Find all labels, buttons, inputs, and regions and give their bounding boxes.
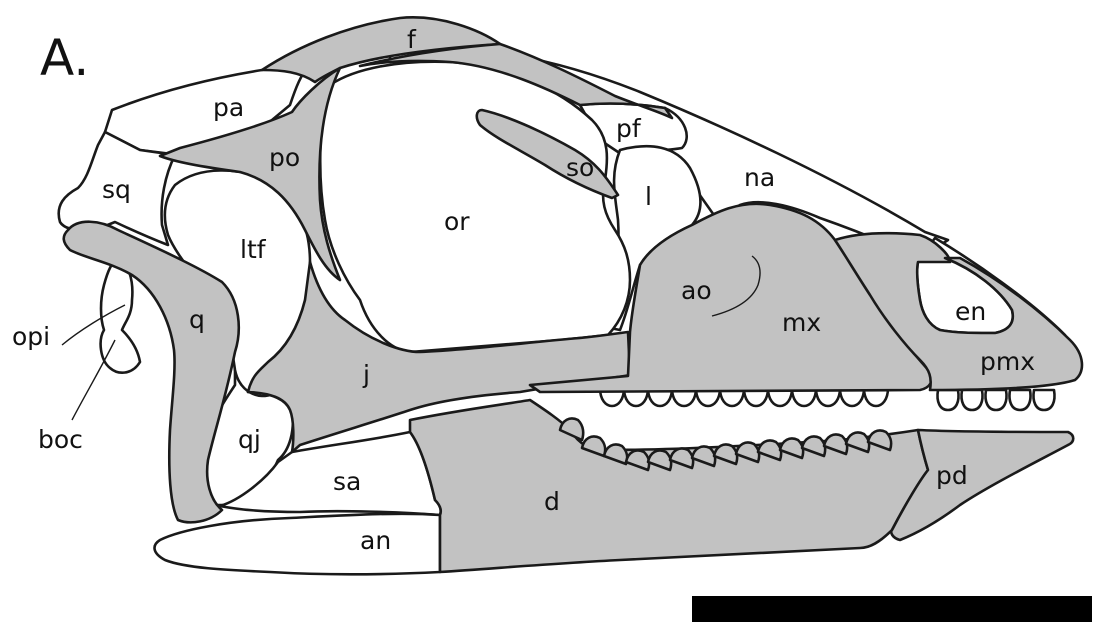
label-mx: mx bbox=[782, 308, 821, 337]
label-pf: pf bbox=[616, 114, 642, 143]
label-f: f bbox=[407, 25, 417, 54]
label-ao: ao bbox=[681, 276, 712, 305]
label-qj: qj bbox=[238, 425, 261, 454]
label-en: en bbox=[955, 297, 986, 326]
label-opi: opi bbox=[12, 322, 50, 351]
label-pd: pd bbox=[936, 461, 968, 490]
leader-line-boc bbox=[72, 340, 115, 420]
label-pmx: pmx bbox=[980, 347, 1035, 376]
label-ltf: ltf bbox=[240, 235, 267, 264]
label-or: or bbox=[444, 207, 470, 236]
panel-label: A. bbox=[40, 29, 89, 87]
label-po: po bbox=[269, 143, 300, 172]
label-q: q bbox=[189, 305, 205, 334]
label-boc: boc bbox=[38, 425, 83, 454]
label-l: l bbox=[645, 182, 652, 211]
label-sa: sa bbox=[333, 467, 361, 496]
dentary-bone bbox=[410, 400, 928, 572]
label-d: d bbox=[544, 487, 560, 516]
label-na: na bbox=[744, 163, 775, 192]
label-so: so bbox=[566, 153, 594, 182]
label-an: an bbox=[360, 526, 391, 555]
premaxillary-teeth bbox=[937, 390, 1054, 410]
label-j: j bbox=[362, 360, 370, 389]
scale-bar bbox=[692, 596, 1092, 622]
label-sq: sq bbox=[102, 175, 131, 204]
label-pa: pa bbox=[213, 93, 244, 122]
